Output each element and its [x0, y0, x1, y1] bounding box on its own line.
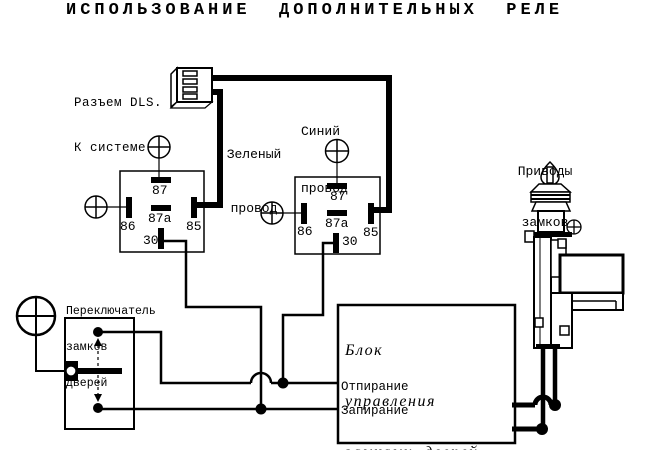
- door-switch-label: Переключатель замков дверей: [66, 305, 156, 390]
- relay1-pin87a-contact: [151, 205, 171, 211]
- relay1-pin30-label: 30: [143, 233, 159, 248]
- actuator-motor: [558, 253, 625, 295]
- relay2: [260, 138, 381, 380]
- control-block-box: [336, 303, 517, 445]
- relay1-pin85-contact: [191, 197, 197, 218]
- relay2-pin87a-label: 87a: [325, 216, 349, 231]
- relay2-pin30-label: 30: [342, 234, 358, 249]
- arrow-down-icon: [94, 394, 102, 402]
- relay2-pin30-wire: [281, 241, 334, 380]
- relay1-pin30-wire: [161, 239, 263, 409]
- junction-dot: [536, 423, 548, 435]
- page-title: ИСПОЛЬЗОВАНИЕ ДОПОЛНИТЕЛЬНЫХ РЕЛЕ: [66, 1, 564, 20]
- switch-lever: [76, 368, 122, 374]
- actuator-power-icon: [566, 219, 582, 235]
- actuator-label: Приводы замков: [517, 164, 573, 230]
- relay1-power-left-icon: [84, 195, 108, 219]
- relay2-pin85-label: 85: [363, 225, 379, 240]
- blue-wire-label: Синий провод: [301, 124, 348, 196]
- switch-power-wire: [35, 335, 66, 372]
- green-wire-label: Зеленый провод: [226, 147, 282, 216]
- unlock-wire: [98, 330, 251, 385]
- relay2-pin87-contact: [327, 183, 347, 189]
- arrow-up-icon: [94, 338, 102, 346]
- control-block-title: Блок управления замками дверей автомобил…: [345, 342, 477, 450]
- dls-label-line1: Разъем DLS.: [74, 96, 163, 110]
- green-wire: [196, 89, 223, 208]
- signal-wires: [98, 330, 338, 415]
- relay1-pin87a-label: 87a: [148, 211, 172, 226]
- relay2-pin87a-contact: [327, 210, 347, 216]
- relay2-power-top-icon: [324, 138, 350, 164]
- door-switch: [15, 295, 135, 430]
- junction-dot: [277, 377, 289, 389]
- relay2-pin86-label: 86: [297, 224, 313, 239]
- switch-pivot: [65, 365, 77, 377]
- relay1-pin86-label: 86: [120, 219, 136, 234]
- unlock-wire-hop: [249, 371, 273, 384]
- relay1-pin86-contact: [126, 197, 132, 218]
- dls-label-line2: К системе: [74, 141, 147, 155]
- control-block-unlock-label: Отпирание: [341, 380, 409, 394]
- relay2-pin85-contact: [368, 203, 374, 224]
- relay1-pin30-contact: [158, 228, 164, 249]
- relay2-pin87-label: 87: [330, 189, 346, 204]
- relay1-pin85-label: 85: [186, 219, 202, 234]
- dls-connector-icon: [169, 66, 214, 109]
- relay1-pin87-contact: [151, 177, 171, 183]
- junction-dot: [255, 403, 267, 415]
- lock-actuator: [524, 160, 625, 349]
- power-source-icon: [15, 295, 57, 337]
- junction-dot: [549, 399, 561, 411]
- actuator-wires: [512, 348, 561, 435]
- dls-connector-label: Разъем DLS. К системе: [74, 66, 162, 171]
- relay2-pin30-contact: [333, 233, 339, 253]
- control-block-lock-label: Запирание: [341, 404, 409, 418]
- relay2-pin86-contact: [301, 203, 307, 224]
- relay1: [84, 135, 263, 409]
- relay1-pin87-label: 87: [152, 183, 168, 198]
